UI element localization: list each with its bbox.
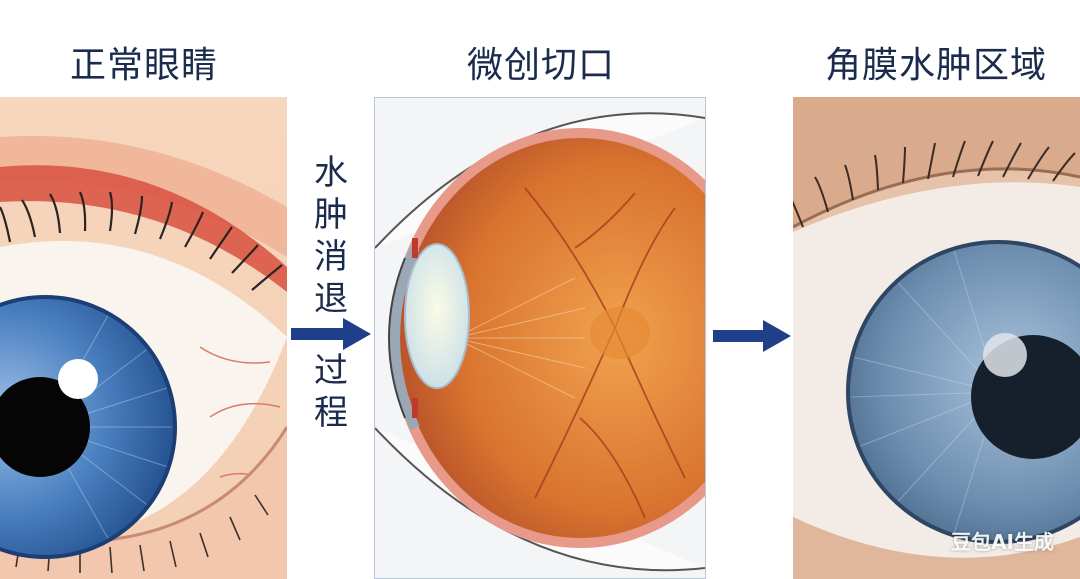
lower-eyelid (793, 517, 1080, 579)
corneal-highlight (983, 333, 1027, 377)
arrow-right-icon (291, 318, 371, 350)
eyelid-margin (0, 165, 287, 292)
upper-eyelashes (793, 140, 1076, 228)
edema-panel (793, 97, 1080, 579)
upper-eyelashes (0, 191, 283, 291)
incision-title: 微创切口 (467, 45, 616, 86)
cornea (390, 245, 420, 431)
normal-eye-illustration (0, 97, 287, 579)
upper-eyelid-fold (0, 135, 287, 257)
lens (404, 243, 470, 389)
lower-eyelid (0, 427, 287, 579)
watermark-text: 豆包AI生成 (951, 530, 1054, 554)
edema-eye-illustration (793, 97, 1080, 579)
corneal-highlight (58, 359, 98, 399)
edema-title: 角膜水肿区域 (825, 45, 1048, 86)
eye-cross-section-illustration (375, 98, 705, 578)
macula (590, 307, 650, 359)
iris (848, 242, 1080, 542)
process-label-bottom: 过 程 (314, 351, 348, 433)
incision-panel (374, 97, 706, 579)
arrow-right-icon (713, 320, 791, 352)
normal-eye-title: 正常眼睛 (70, 45, 219, 86)
pupil (0, 377, 90, 477)
normal-eye-panel (0, 97, 287, 579)
process-label-top: 水 肿 消 退 (314, 153, 348, 319)
